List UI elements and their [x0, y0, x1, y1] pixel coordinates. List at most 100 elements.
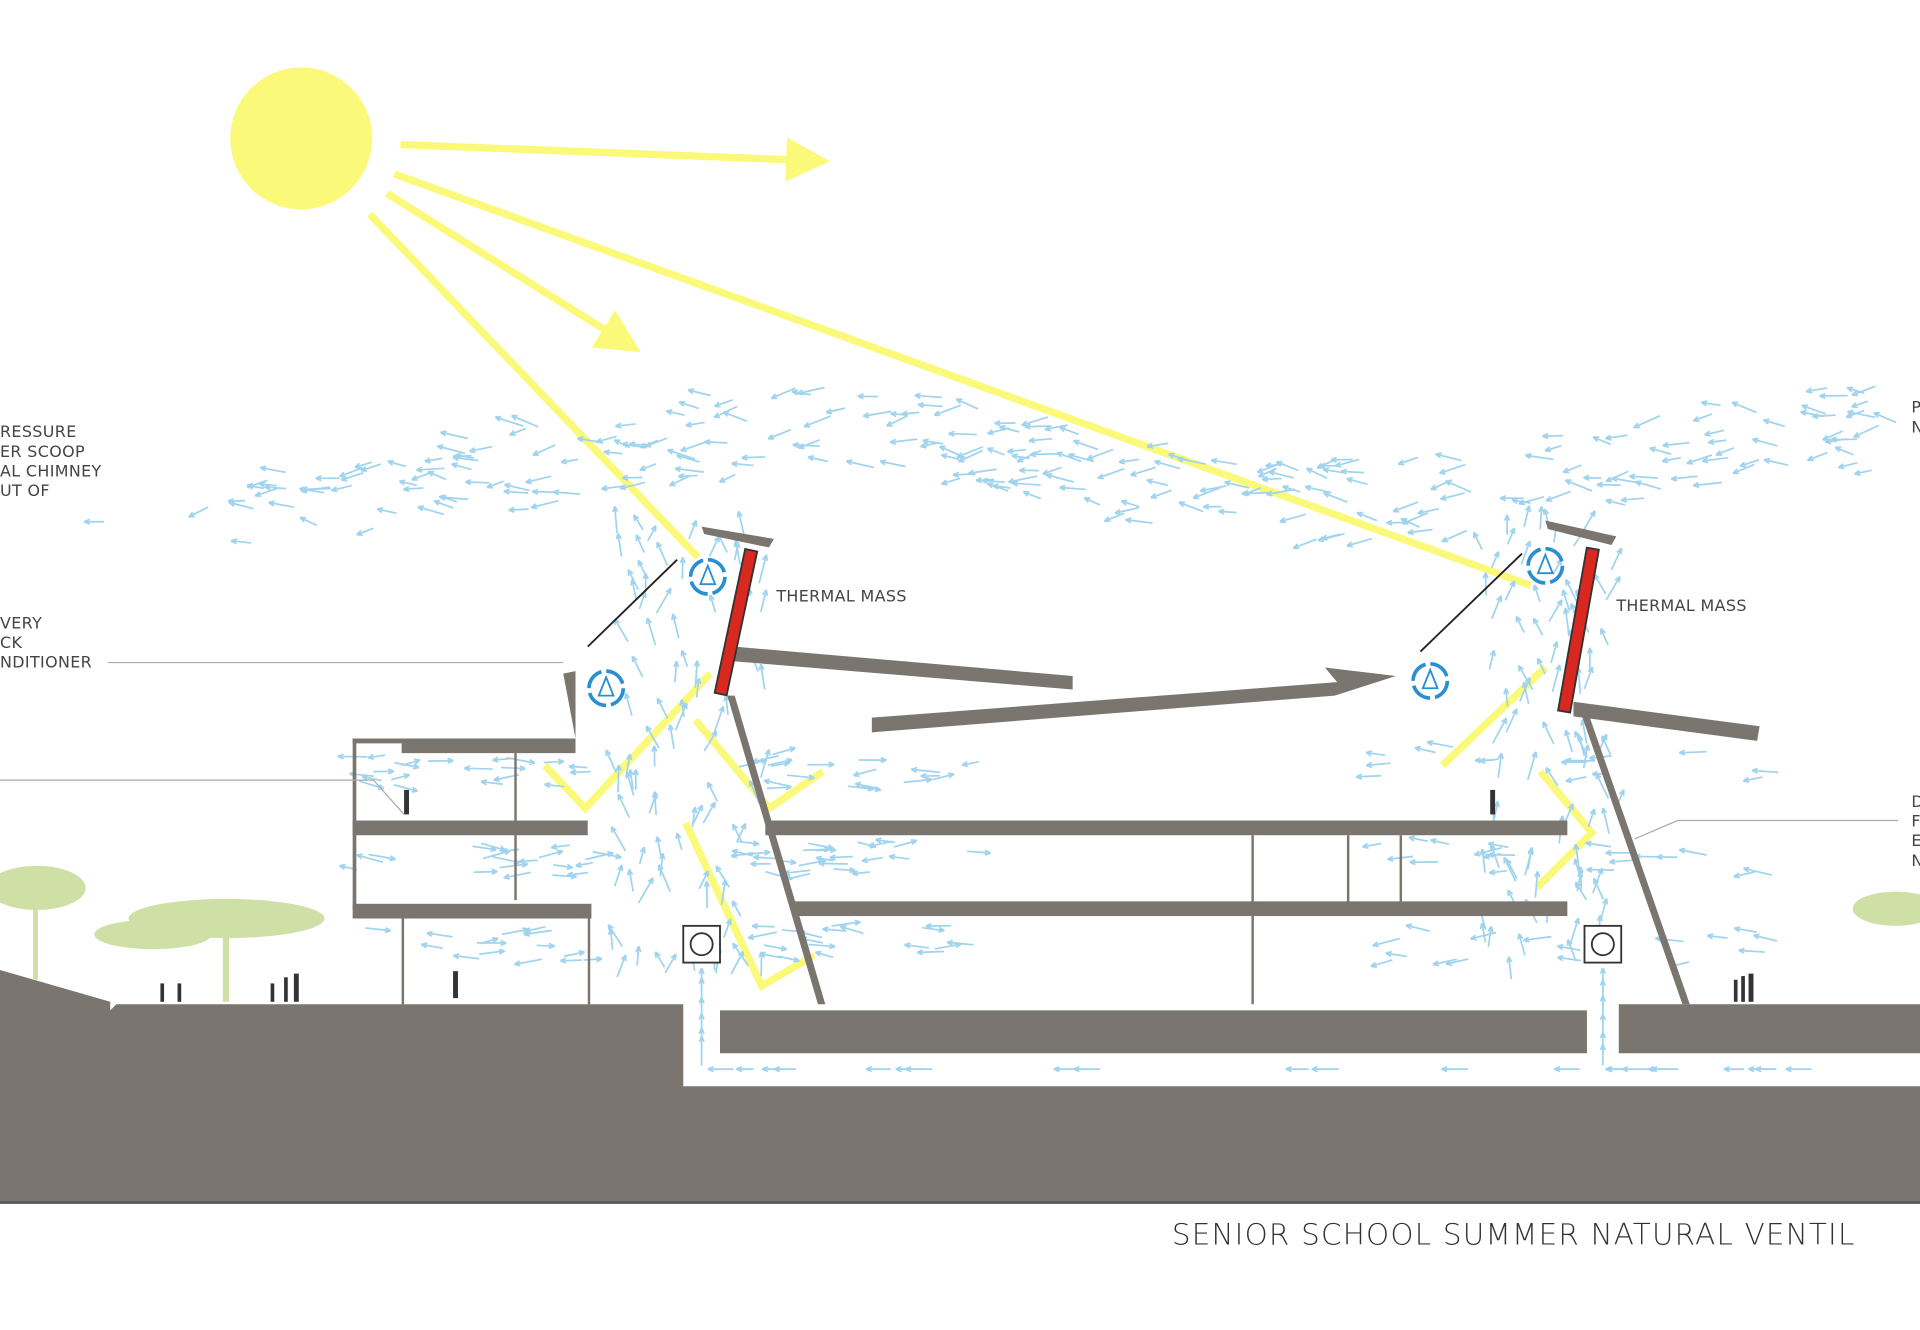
air-arrow [1629, 473, 1658, 480]
air-arrow [797, 439, 820, 450]
air-arrow [925, 922, 952, 930]
air-arrow [1748, 1065, 1775, 1073]
air-arrow [656, 697, 669, 719]
air-arrow [452, 953, 480, 960]
air-arrow [1022, 490, 1042, 500]
air-arrow [797, 386, 825, 396]
air-arrow [566, 871, 589, 878]
air-arrow [1605, 434, 1628, 441]
air-arrow [472, 845, 497, 853]
air-arrow [1523, 505, 1532, 528]
air-arrow [1275, 460, 1299, 472]
air-arrow [723, 694, 730, 716]
air-arrow [708, 535, 720, 558]
air-arrow [1441, 529, 1468, 543]
air-arrow [941, 477, 961, 486]
air-arrow [1304, 484, 1332, 494]
air-arrow [706, 781, 719, 802]
air-arrow [1853, 424, 1880, 438]
air-arrow [1311, 1065, 1339, 1073]
air-arrow [938, 445, 966, 459]
air-arrow [920, 772, 940, 780]
air-arrow [1177, 456, 1206, 465]
air-arrow [807, 761, 835, 768]
air-arrow [1362, 842, 1382, 850]
air-arrow [1011, 453, 1031, 460]
air-arrow [875, 837, 895, 844]
air-arrow [624, 692, 633, 717]
air-arrow [550, 843, 571, 850]
air-arrow [854, 781, 879, 790]
air-arrow [1585, 840, 1612, 848]
air-arrow [698, 967, 705, 992]
air-arrow [720, 879, 728, 905]
air-arrow [888, 853, 910, 861]
air-arrow [1011, 480, 1041, 487]
air-arrow [1573, 843, 1581, 870]
air-arrow [1007, 447, 1027, 455]
air-arrow [654, 951, 666, 968]
air-arrow [1430, 838, 1450, 846]
air-arrow [635, 945, 642, 966]
air-arrow [1522, 935, 1552, 943]
air-arrow [1482, 572, 1489, 596]
air-arrow [1678, 847, 1707, 856]
air-arrow [1733, 871, 1755, 879]
air-arrow [615, 422, 636, 429]
air-arrow [1322, 467, 1343, 474]
air-arrow [1365, 761, 1391, 769]
air-arrow [1524, 848, 1534, 876]
air-arrow [1330, 456, 1353, 463]
air-arrow [417, 505, 444, 516]
air-arrow [416, 466, 445, 473]
air-arrow [713, 405, 738, 419]
air-arrow [829, 854, 853, 861]
air-arrow [560, 458, 579, 465]
air-arrow [858, 756, 887, 764]
svg-text:P: P [1911, 398, 1920, 417]
air-arrow [1739, 459, 1760, 468]
air-arrow [655, 836, 662, 858]
air-arrow [568, 763, 588, 770]
air-arrow [1565, 578, 1580, 606]
air-arrow [1505, 858, 1518, 880]
air-arrow [862, 410, 892, 419]
air-arrow [1692, 481, 1722, 489]
air-arrow [300, 486, 330, 494]
air-arrow [893, 839, 918, 848]
air-arrow [1405, 923, 1430, 932]
svg-text:AL CHIMNEY: AL CHIMNEY [0, 461, 102, 480]
air-arrow [1686, 454, 1713, 465]
air-arrow [1556, 954, 1582, 962]
air-arrow [1408, 835, 1429, 843]
air-arrow [1586, 647, 1594, 672]
air-arrow [575, 861, 593, 868]
air-arrow [675, 832, 683, 850]
air-arrow [605, 749, 617, 773]
air-arrow [1635, 480, 1662, 490]
air-arrow [1409, 858, 1439, 866]
air-arrow [1525, 452, 1554, 461]
air-arrow [1482, 852, 1501, 860]
air-arrow [695, 677, 702, 698]
air-arrow [337, 753, 368, 760]
air-arrow [627, 569, 640, 591]
air-arrow [713, 705, 725, 734]
air-arrow [638, 591, 647, 610]
air-arrow [885, 415, 908, 427]
air-arrow [1564, 729, 1574, 753]
air-arrow [1503, 688, 1510, 707]
air-arrow [1763, 457, 1789, 467]
air-arrow [808, 942, 836, 950]
air-arrow [1532, 617, 1544, 636]
air-arrow [1340, 468, 1364, 475]
air-arrow [1504, 580, 1516, 601]
air-arrow [703, 880, 711, 908]
air-arrow [1532, 584, 1541, 603]
air-arrow [1028, 437, 1053, 444]
svg-text:UT OF: UT OF [0, 481, 50, 500]
air-arrow [822, 926, 847, 933]
air-arrow [595, 435, 617, 444]
air-arrow [627, 768, 635, 790]
air-arrow [1103, 512, 1125, 523]
